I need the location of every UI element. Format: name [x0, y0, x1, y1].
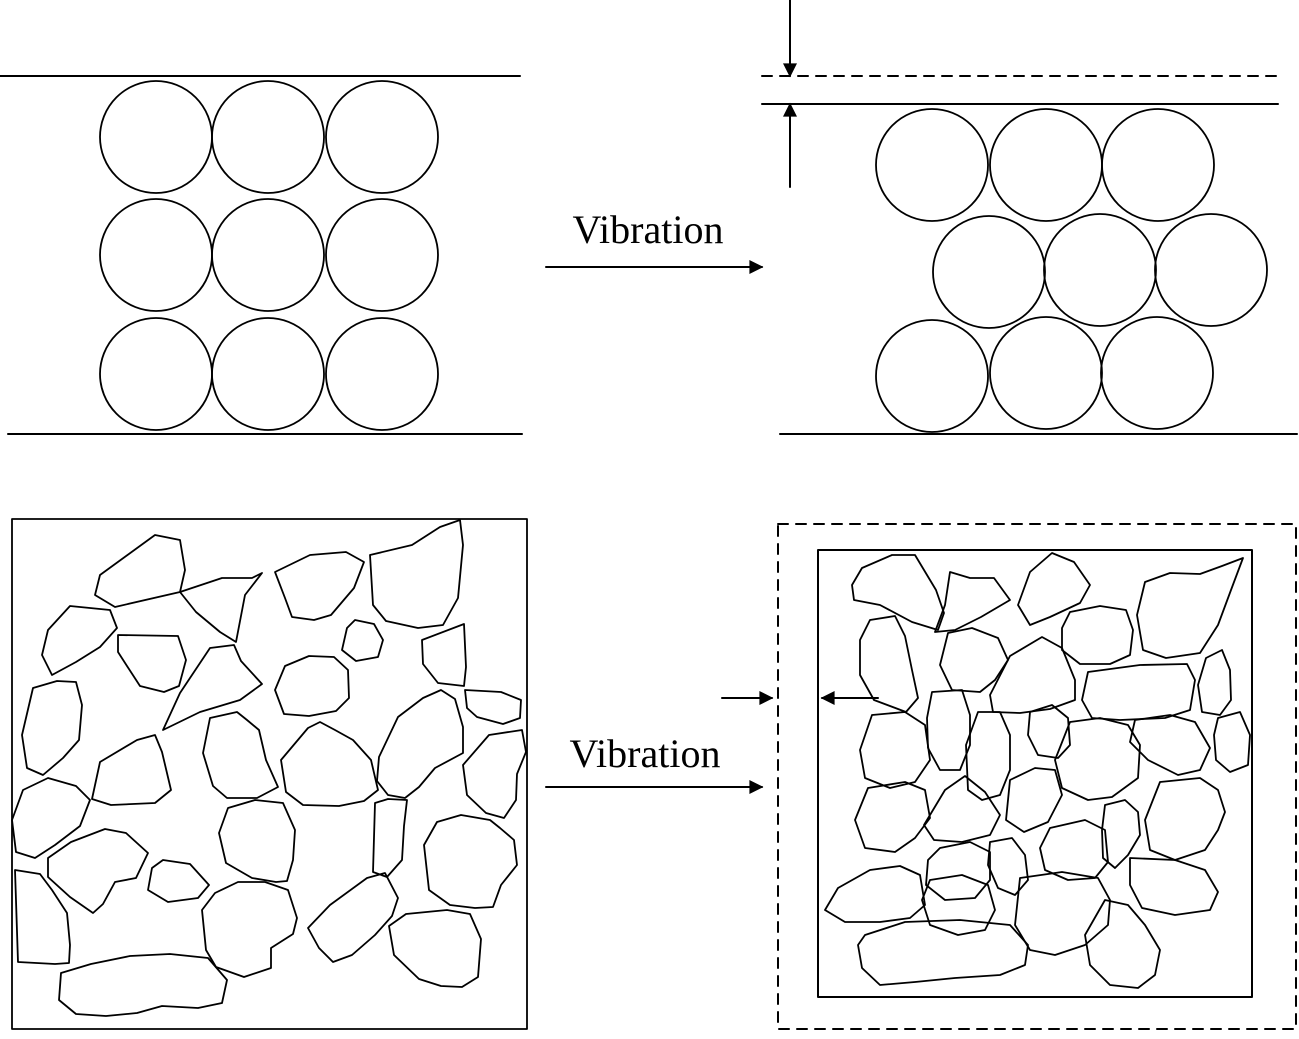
aggregate [369, 519, 464, 629]
aggregate [1054, 717, 1141, 801]
aggregate [47, 828, 149, 914]
dense-aggregate-packing [721, 523, 1297, 1030]
aggregate [921, 874, 996, 936]
sphere [211, 317, 325, 431]
aggregate [1129, 857, 1219, 916]
aggregate [147, 859, 210, 903]
aggregate [1101, 799, 1141, 869]
aggregate [201, 881, 298, 978]
aggregate [421, 623, 467, 687]
aggregate [987, 837, 1029, 896]
aggregate [388, 909, 482, 988]
aggregate [1213, 711, 1251, 773]
aggregate [41, 605, 118, 676]
aggregate [926, 689, 971, 771]
aggregate [218, 799, 296, 883]
sphere [1154, 213, 1268, 327]
container-box [11, 518, 528, 1030]
loose-aggregate-packing [11, 518, 528, 1030]
aggregate [376, 689, 464, 799]
aggregate [423, 814, 518, 909]
aggregate [91, 734, 172, 806]
aggregate [859, 711, 931, 789]
aggregate [965, 711, 1011, 801]
sphere [1101, 108, 1215, 222]
aggregate [1197, 649, 1232, 716]
sphere [325, 317, 439, 431]
aggregate [1039, 819, 1109, 881]
aggregate [1061, 605, 1134, 665]
aggregate [117, 634, 187, 693]
sphere [1100, 316, 1214, 430]
aggregate [1129, 714, 1211, 776]
sphere [875, 319, 989, 433]
sphere [989, 108, 1103, 222]
aggregate [11, 777, 91, 859]
aggregate [274, 655, 350, 717]
sphere [875, 108, 989, 222]
vibration-arrow-bottom: Vibration [545, 731, 764, 794]
aggregate [464, 689, 522, 725]
aggregate [989, 636, 1076, 714]
aggregate [1014, 871, 1111, 956]
original-container-dashed [777, 523, 1297, 1030]
aggregate [280, 721, 379, 807]
aggregate [859, 615, 919, 713]
vibration-label-bottom: Vibration [570, 731, 721, 776]
aggregate [1027, 704, 1071, 759]
sphere [325, 80, 439, 194]
aggregate [1081, 663, 1196, 721]
sphere-grid [875, 108, 1268, 433]
sphere [325, 198, 439, 312]
aggregate [824, 865, 926, 923]
sphere [99, 317, 213, 431]
aggregate [341, 619, 384, 662]
aggregate [854, 781, 931, 853]
sphere [99, 80, 213, 194]
aggregate [939, 627, 1009, 693]
sphere [932, 215, 1046, 329]
aggregate [851, 554, 945, 631]
aggregate [925, 841, 991, 901]
aggregate [1084, 899, 1161, 989]
aggregate [462, 729, 527, 819]
sphere [211, 80, 325, 194]
dense-sphere-packing [761, 0, 1298, 435]
aggregate [162, 644, 263, 731]
aggregate [934, 571, 1011, 633]
sphere-grid [99, 80, 439, 431]
loose-sphere-packing [0, 75, 523, 435]
aggregate [1144, 777, 1226, 861]
aggregate [274, 551, 365, 621]
aggregate [21, 680, 83, 776]
sphere [989, 316, 1103, 430]
aggregate [14, 869, 71, 965]
sphere [99, 198, 213, 312]
aggregate [923, 775, 1001, 843]
vibration-label-top: Vibration [573, 207, 724, 252]
aggregate [372, 798, 408, 878]
aggregate [179, 572, 263, 643]
aggregate [1005, 767, 1063, 833]
aggregate [1017, 552, 1091, 626]
vibration-arrow-top: Vibration [545, 207, 764, 274]
compacted-container-box [817, 549, 1253, 998]
aggregate [58, 953, 228, 1017]
sphere [211, 198, 325, 312]
sphere [1043, 213, 1157, 327]
aggregate [94, 534, 186, 608]
aggregate [1136, 557, 1244, 659]
aggregate [307, 872, 399, 963]
aggregate [857, 919, 1029, 986]
aggregate [202, 711, 279, 799]
